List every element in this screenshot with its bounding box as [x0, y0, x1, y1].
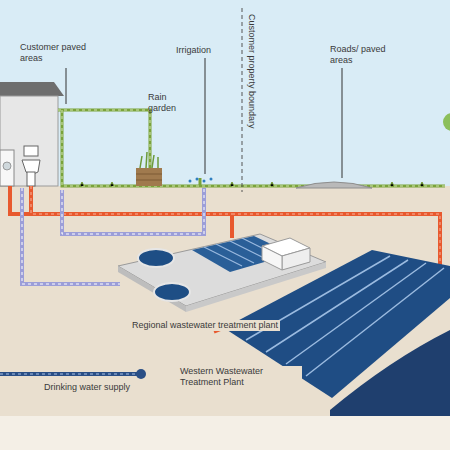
- grass: [80, 182, 424, 186]
- callout-label: Regional wastewater treatment plant: [130, 320, 280, 331]
- callout-label: Rain garden: [148, 92, 188, 114]
- irrigation-sprinkler: [189, 178, 213, 183]
- ground: [0, 186, 450, 416]
- callout-label: Western Wastewater Treatment Plant: [178, 366, 302, 388]
- tree: [443, 113, 450, 131]
- road: [296, 182, 372, 188]
- boundary-label: Customer property boundary: [246, 14, 257, 129]
- callout-label: Customer paved areas: [20, 42, 92, 64]
- property-boundary-line: [242, 8, 243, 192]
- callout-label: Roads/ paved areas: [330, 44, 392, 66]
- deep-ground: [0, 416, 450, 450]
- drinking-water-pipe: [0, 369, 146, 379]
- house: [0, 82, 64, 186]
- leader-line: [66, 58, 342, 178]
- callout-label: Irrigation: [176, 45, 236, 56]
- rain-garden: [136, 152, 162, 186]
- callout-label: Drinking water supply: [42, 382, 132, 393]
- sky: [0, 0, 450, 186]
